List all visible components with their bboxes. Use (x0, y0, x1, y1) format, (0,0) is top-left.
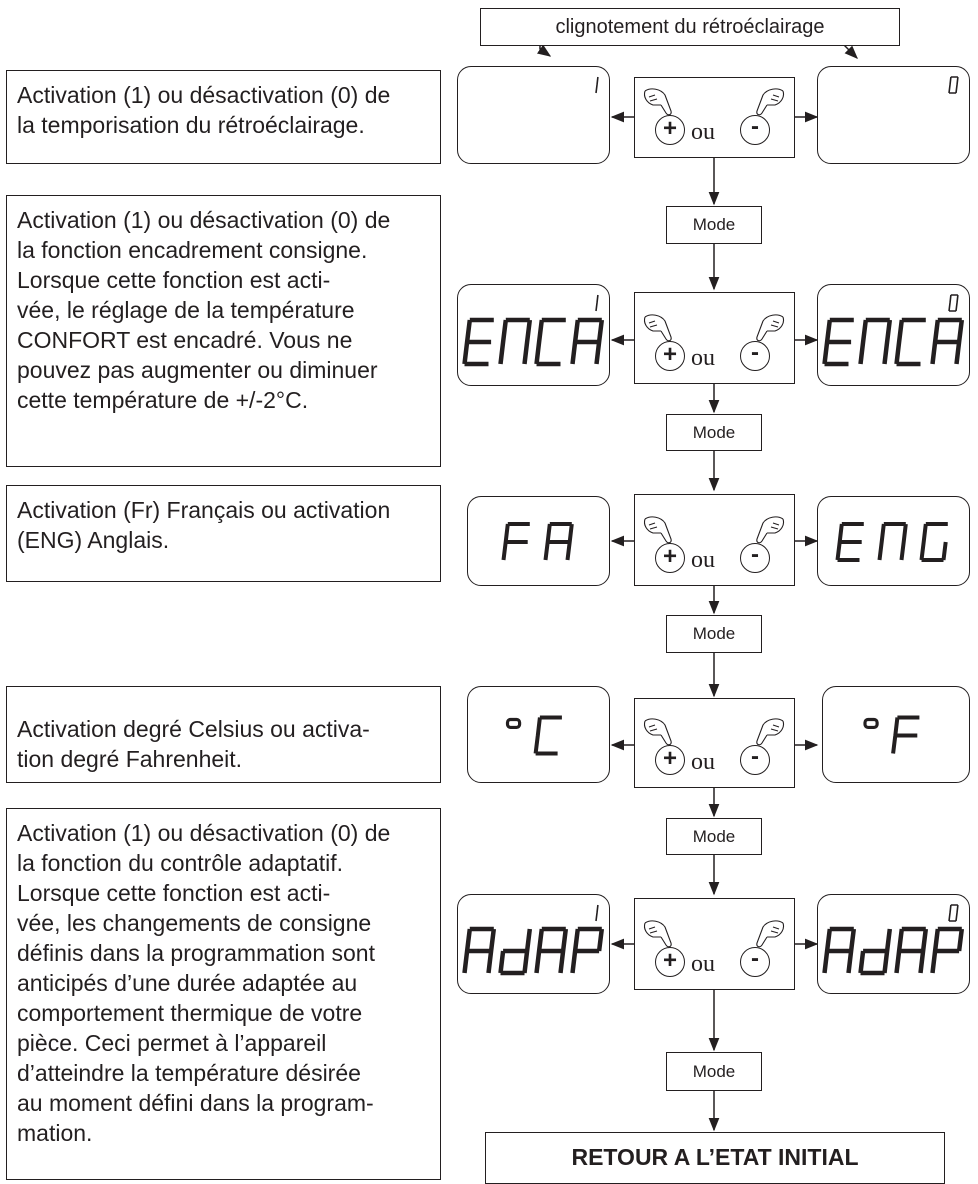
minus-button: - (740, 341, 770, 371)
description-line: Activation degré Celsius ou activa- (17, 716, 370, 742)
pointing-hand-icon (756, 718, 785, 746)
lcd-display-adap-on (457, 894, 610, 994)
description-4: Activation degré Celsius ou activa- tion… (6, 686, 441, 783)
description-3: Activation (Fr) Français ou activation (… (6, 485, 441, 582)
lcd-segments (501, 522, 574, 561)
lcd-display-language-fr (467, 496, 610, 586)
or-label: ou (691, 345, 715, 371)
description-line: Lorsque cette fonction est acti- (17, 880, 331, 906)
pointing-hand-icon (756, 516, 785, 544)
or-label: ou (691, 119, 715, 145)
description-line: cette température de +/-2°C. (17, 387, 309, 413)
minus-button: - (740, 947, 770, 977)
or-label: ou (691, 547, 715, 573)
description-line: au moment défini dans la program- (17, 1090, 374, 1116)
description-line: Activation (Fr) Français ou activation (17, 497, 391, 523)
header-label: clignotement du rétroéclairage (555, 16, 825, 38)
pointing-hand-icon (756, 88, 785, 116)
lcd-segments (863, 715, 920, 754)
plus-button: + (655, 341, 685, 371)
plus-or-minus-box: +ou- (634, 77, 795, 158)
lcd-segments (822, 904, 965, 976)
minus-button: - (740, 745, 770, 775)
plus-button: + (655, 947, 685, 977)
pointing-hand-icon (643, 920, 672, 948)
lcd-segments (462, 294, 605, 367)
description-line: d’atteindre la température désirée (17, 1060, 361, 1086)
lcd-display-enca-off (817, 284, 970, 386)
lcd-segments (595, 76, 599, 94)
lcd-segments (822, 294, 965, 367)
description-line: anticipés d’une durée adaptée au (17, 970, 358, 996)
lcd-segments (462, 904, 605, 976)
lcd-display-backlight-off (817, 66, 970, 164)
description-1: Activation (1) ou désactivation (0) de l… (6, 70, 441, 164)
description-line: (ENG) Anglais. (17, 527, 170, 553)
pointing-hand-icon (643, 718, 672, 746)
lcd-segments (505, 715, 562, 756)
description-line: définis dans la programmation sont (17, 940, 375, 966)
description-line: Activation (1) ou désactivation (0) de (17, 207, 391, 233)
or-label: ou (691, 749, 715, 775)
description-line: vée, le réglage de la température (17, 297, 355, 323)
description-5: Activation (1) ou désactivation (0) de l… (6, 808, 441, 1180)
plus-button: + (655, 745, 685, 775)
mode-button: Mode (666, 818, 762, 855)
plus-button: + (655, 543, 685, 573)
lcd-display-adap-off (817, 894, 970, 994)
lcd-display-enca-on (457, 284, 610, 386)
plus-or-minus-box: +ou- (634, 698, 795, 788)
mode-label: Mode (692, 423, 736, 442)
mode-label: Mode (692, 1062, 736, 1081)
plus-or-minus-box: +ou- (634, 494, 795, 586)
lcd-segments (835, 522, 948, 562)
lcd-display-celsius (467, 686, 610, 783)
description-line: Activation (1) ou désactivation (0) de (17, 820, 391, 846)
description-2: Activation (1) ou désactivation (0) de l… (6, 195, 441, 467)
description-line: comportement thermique de votre (17, 1000, 363, 1026)
mode-label: Mode (692, 827, 736, 846)
pointing-hand-icon (643, 88, 672, 116)
or-label: ou (691, 951, 715, 977)
plus-or-minus-box: +ou- (634, 292, 795, 384)
mode-button: Mode (666, 206, 762, 244)
description-line: pièce. Ceci permet à l’appareil (17, 1030, 327, 1056)
description-line: la temporisation du rétroéclairage. (17, 112, 365, 138)
mode-button: Mode (666, 414, 762, 451)
lcd-segments (948, 76, 959, 94)
description-line: la fonction encadrement consigne. (17, 237, 368, 263)
mode-button: Mode (666, 615, 762, 653)
pointing-hand-icon (643, 314, 672, 342)
minus-button: - (740, 115, 770, 145)
description-line: mation. (17, 1120, 93, 1146)
mode-label: Mode (692, 624, 736, 643)
reset-to-initial-state-box: RETOUR A L’ETAT INITIAL (485, 1132, 945, 1184)
final-label: RETOUR A L’ETAT INITIAL (571, 1144, 859, 1170)
description-line: la fonction du contrôle adaptatif. (17, 850, 344, 876)
plus-or-minus-box: +ou- (634, 898, 795, 990)
description-line: Activation (1) ou désactivation (0) de (17, 82, 391, 108)
mode-label: Mode (692, 215, 736, 234)
lcd-display-backlight-on (457, 66, 610, 164)
description-line: tion degré Fahrenheit. (17, 746, 243, 772)
description-line: pouvez pas augmenter ou diminuer (17, 357, 378, 383)
minus-button: - (740, 543, 770, 573)
lcd-display-language-eng (817, 496, 970, 586)
pointing-hand-icon (643, 516, 672, 544)
pointing-hand-icon (756, 920, 785, 948)
header-box: clignotement du rétroéclairage (480, 8, 900, 46)
mode-button: Mode (666, 1052, 762, 1091)
description-line: Lorsque cette fonction est acti- (17, 267, 331, 293)
lcd-display-fahrenheit (822, 686, 970, 783)
description-line: CONFORT est encadré. Vous ne (17, 327, 353, 353)
description-line: vée, les changements de consigne (17, 910, 372, 936)
plus-button: + (655, 115, 685, 145)
pointing-hand-icon (756, 314, 785, 342)
